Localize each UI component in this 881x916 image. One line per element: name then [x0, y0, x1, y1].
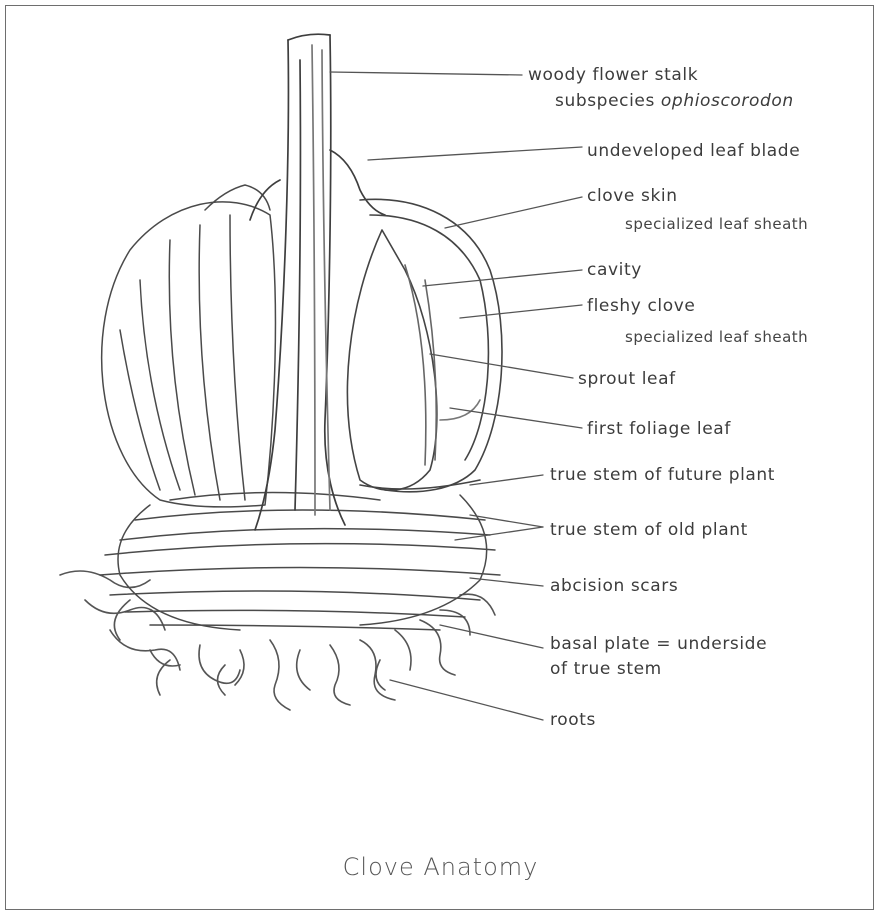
subspecies-name: ophioscorodon [661, 91, 794, 111]
left-clove-drawing [102, 185, 276, 507]
label-woody-flower-stalk: woody flower stalk [528, 65, 698, 85]
label-fleshy-clove-sub: specialized leaf sheath [625, 328, 808, 346]
label-basal-plate-line2: of true stem [550, 659, 662, 679]
label-true-stem-future: true stem of future plant [550, 465, 775, 485]
label-first-foliage-leaf: first foliage leaf [587, 419, 731, 439]
label-sprout-leaf: sprout leaf [578, 369, 676, 389]
roots-drawing [60, 571, 495, 710]
label-basal-plate-line1: basal plate = underside [550, 634, 767, 654]
label-clove-skin: clove skin [587, 186, 678, 206]
label-abcision-scars: abcision scars [550, 576, 678, 596]
leader-lines [330, 72, 582, 720]
label-true-stem-old: true stem of old plant [550, 520, 748, 540]
label-subspecies: subspecies ophioscorodon [555, 91, 794, 111]
label-cavity: cavity [587, 260, 642, 280]
right-clove-drawing [347, 199, 502, 491]
label-fleshy-clove: fleshy clove [587, 296, 695, 316]
figure-title: Clove Anatomy [0, 853, 881, 881]
label-undeveloped-leaf-blade: undeveloped leaf blade [587, 141, 800, 161]
label-clove-skin-sub: specialized leaf sheath [625, 215, 808, 233]
subspecies-prefix: subspecies [555, 91, 661, 111]
label-roots: roots [550, 710, 596, 730]
